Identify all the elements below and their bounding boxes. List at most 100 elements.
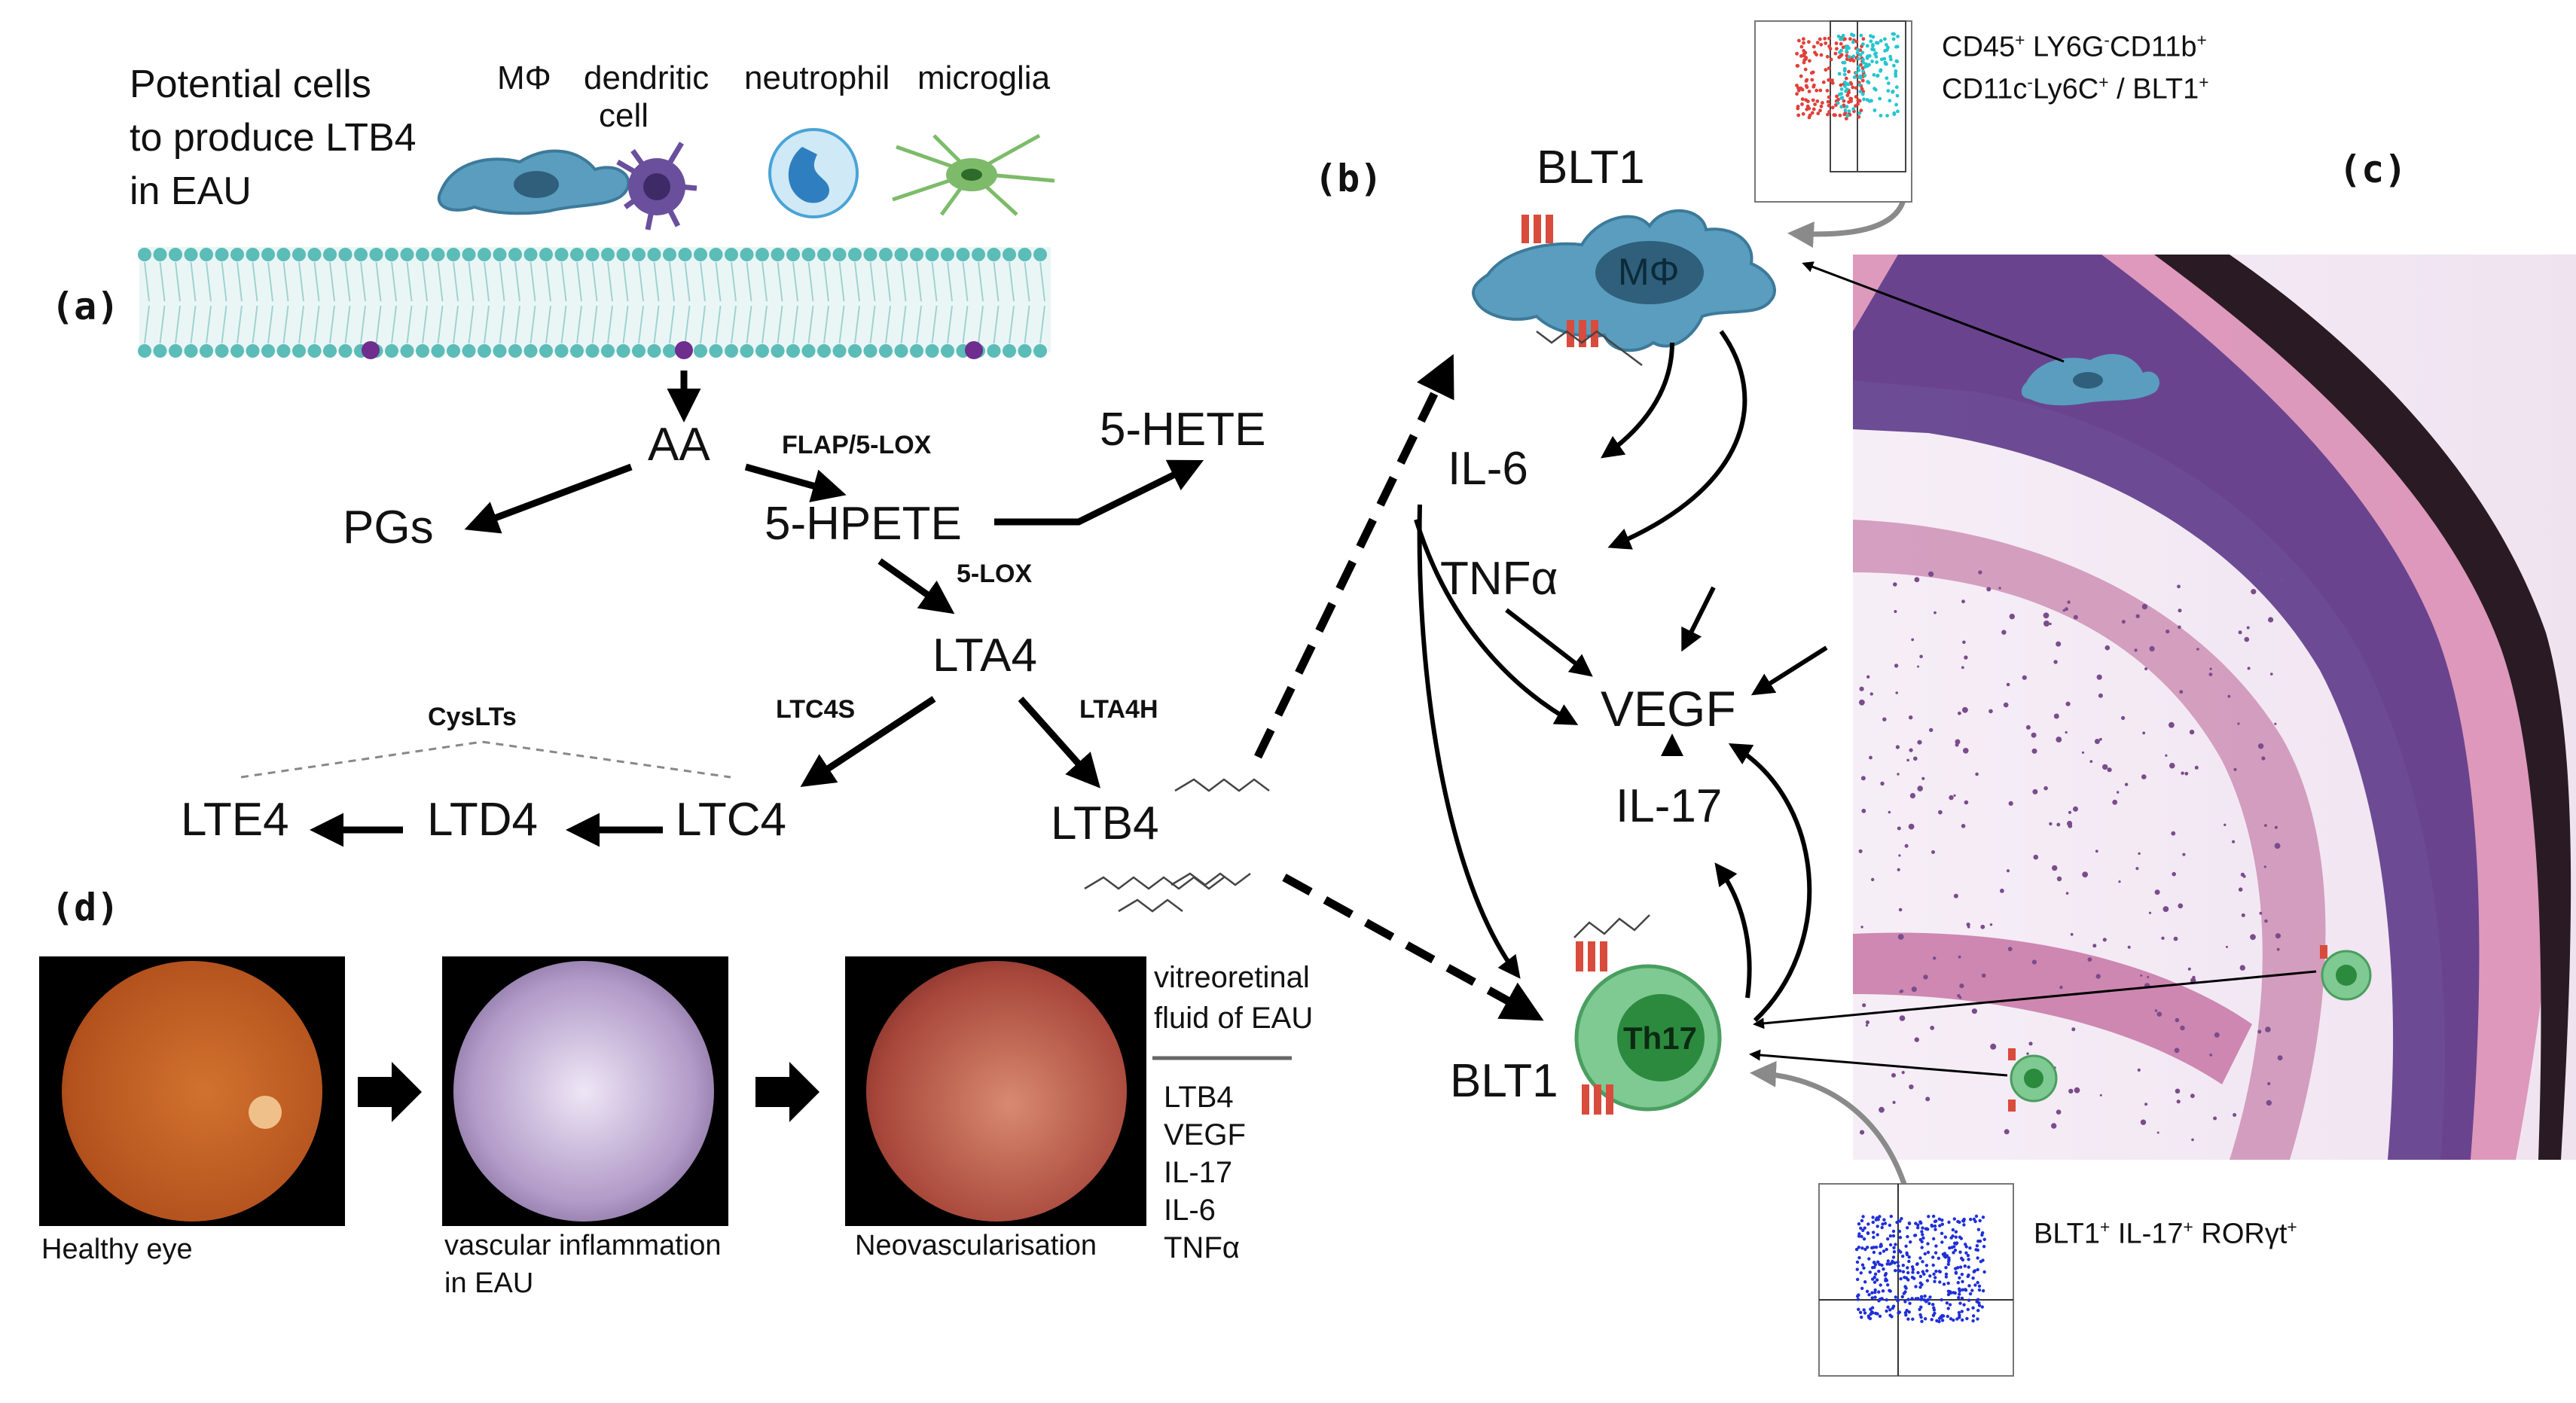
healthy-eye-photo	[39, 956, 345, 1226]
flow-markers-th17: BLT1+ IL-17+ RORγt+	[2034, 1217, 2297, 1250]
membrane-head	[169, 248, 182, 261]
membrane-head	[246, 344, 260, 358]
cell-label-dendritic: dendritic	[584, 59, 710, 96]
tissue-nucleus	[1894, 610, 1897, 613]
flow-event	[1976, 1256, 1979, 1260]
flow-event	[1872, 1275, 1876, 1279]
tissue-nucleus	[2144, 1103, 2148, 1106]
tissue-nucleus	[2059, 985, 2063, 990]
tissue-nucleus	[2267, 1081, 2271, 1086]
flow-event	[1860, 50, 1865, 55]
flow-event	[1918, 1256, 1922, 1260]
tissue-nucleus	[2118, 880, 2121, 883]
flow-event	[1848, 37, 1852, 41]
flow-event	[1958, 1276, 1961, 1280]
flow-event	[1969, 1218, 1973, 1222]
flow-event	[1799, 44, 1804, 49]
flow-event	[1967, 1284, 1971, 1288]
flow-event	[1952, 1318, 1955, 1322]
membrane-tail	[375, 261, 382, 344]
flow-event	[1857, 1232, 1861, 1236]
flow-event	[1865, 1289, 1869, 1294]
flow-event	[1882, 1218, 1886, 1222]
flow-event	[1927, 1301, 1931, 1306]
tissue-nucleus	[2028, 1042, 2033, 1046]
flow-event	[1964, 1251, 1968, 1255]
flow-event	[1861, 57, 1865, 62]
tissue-nucleus	[2056, 876, 2062, 882]
flow-event	[1826, 112, 1830, 117]
flow-event	[1827, 95, 1831, 99]
tissue-nucleus	[1891, 1072, 1896, 1078]
flow-event	[1966, 1254, 1970, 1258]
tissue-nucleus	[1929, 727, 1934, 733]
flow-event	[1895, 44, 1900, 49]
membrane-head	[493, 344, 507, 358]
flow-event	[1879, 1252, 1882, 1255]
flow-event	[1843, 84, 1847, 88]
tissue-nucleus	[1966, 923, 1970, 927]
membrane-tail	[514, 261, 520, 344]
tissue-nucleus	[1925, 1096, 1930, 1102]
membrane-head	[138, 248, 151, 261]
flow-event	[1938, 1280, 1942, 1284]
tissue-nucleus	[1862, 1003, 1866, 1008]
tissue-nucleus	[2137, 1068, 2141, 1072]
flow-event	[1844, 89, 1848, 93]
flow-event	[1861, 60, 1866, 65]
enzyme-ltc4s: LTC4S	[776, 695, 856, 724]
flow-event	[1937, 1319, 1941, 1324]
th17-cell	[1574, 964, 1722, 1112]
flow-event	[1977, 1288, 1982, 1292]
caption-healthy-eye: Healthy eye	[41, 1234, 193, 1265]
flow-event	[1891, 1304, 1896, 1308]
membrane-head	[369, 248, 383, 261]
tissue-nucleus	[1971, 1008, 1977, 1014]
flow-event	[1967, 1265, 1970, 1269]
flow-event	[1841, 45, 1845, 50]
tissue-nucleus	[1949, 795, 1954, 801]
flow-event	[1903, 1290, 1907, 1294]
membrane-head	[616, 344, 630, 358]
flow-event	[1981, 1289, 1985, 1293]
tissue-nucleus	[1904, 843, 1909, 848]
flow-event	[1888, 1223, 1892, 1228]
flow-event	[1842, 112, 1847, 117]
flow-event	[1844, 76, 1848, 81]
tissue-nucleus	[2239, 965, 2245, 971]
tissue-nucleus	[1919, 654, 1923, 659]
tissue-nucleus	[2162, 906, 2169, 912]
tissue-nucleus	[2096, 674, 2102, 680]
membrane-head	[215, 344, 229, 358]
flow-event	[1872, 108, 1877, 112]
tissue-nucleus	[2025, 724, 2031, 730]
flow-event	[1795, 51, 1799, 56]
flow-event	[1857, 83, 1862, 87]
tissue-nucleus	[1961, 666, 1964, 669]
blt1-label-bottom: BLT1	[1450, 1055, 1558, 1107]
flow-event	[1965, 1316, 1969, 1321]
tissue-nucleus	[2264, 919, 2268, 923]
panel-label-b: (b)	[1314, 157, 1383, 200]
membrane-tail	[344, 261, 351, 344]
flow-event	[1862, 1237, 1866, 1241]
tissue-nucleus	[2238, 887, 2243, 892]
flow-markers-macrophage-line1: CD45+ LY6G-CD11b+	[1942, 30, 2207, 63]
membrane-lipid	[362, 341, 380, 359]
flow-event	[1811, 98, 1815, 102]
flow-event	[1925, 1269, 1929, 1273]
tissue-nucleus	[2237, 722, 2240, 725]
cyslts-bracket	[240, 740, 731, 779]
flow-event	[1921, 1233, 1924, 1237]
flow-event	[1889, 1215, 1893, 1218]
tissue-nucleus	[2189, 729, 2195, 735]
flow-event	[1869, 1312, 1872, 1316]
flow-event	[1814, 88, 1819, 93]
flow-event	[1949, 1317, 1953, 1321]
flow-event	[1970, 1289, 1974, 1292]
tissue-nucleus	[1909, 748, 1913, 752]
membrane-head	[663, 344, 676, 358]
flow-event	[1845, 114, 1850, 118]
membrane-head	[354, 248, 368, 261]
tissue-nucleus	[2068, 1088, 2074, 1094]
